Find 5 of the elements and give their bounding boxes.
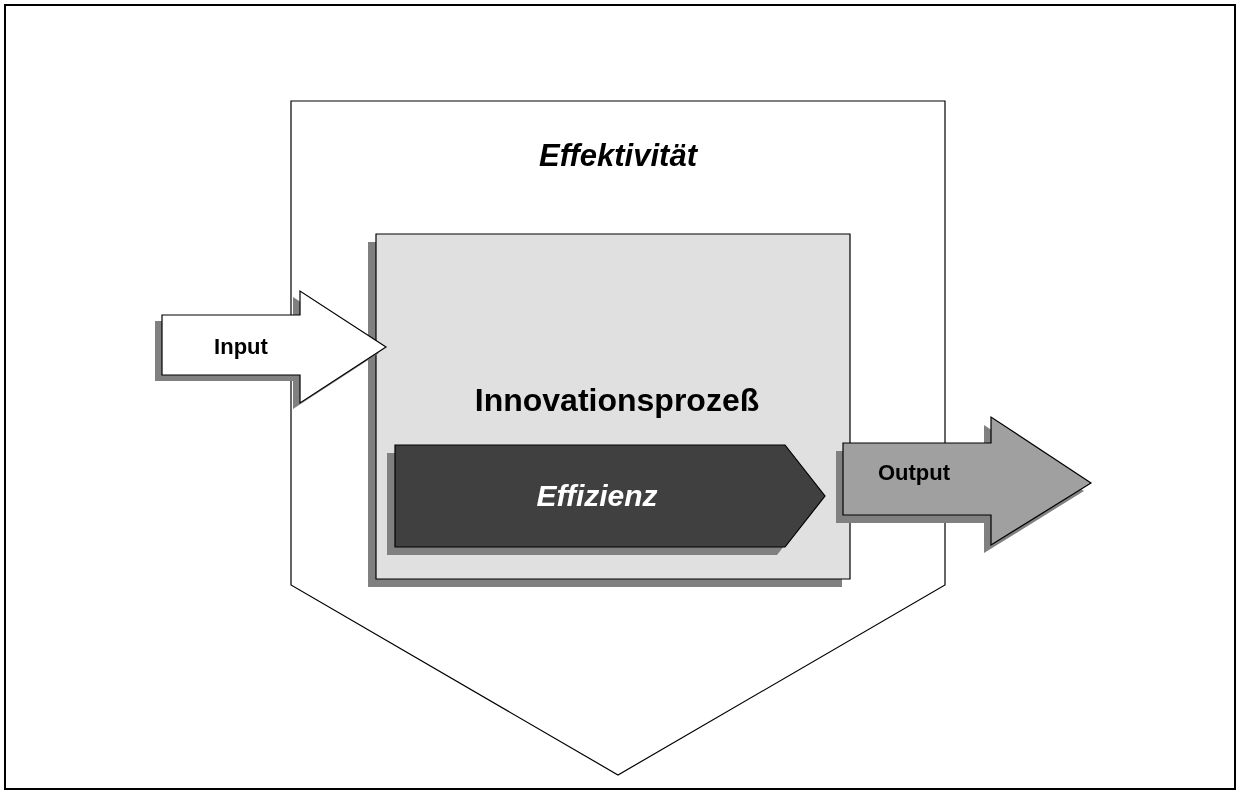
arrow-label: Output: [877, 460, 951, 486]
arrow-label: Input: [214, 334, 268, 360]
group-title: Effektivität: [539, 138, 697, 174]
chevron-label: Effizienz: [536, 479, 658, 513]
process-label: Innovationsprozeß: [474, 381, 760, 419]
